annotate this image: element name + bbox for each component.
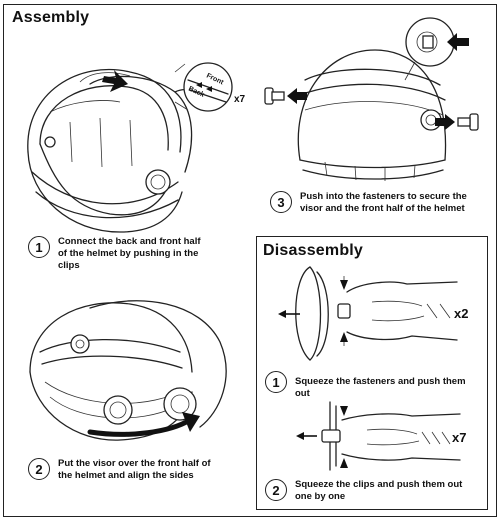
disassembly-panel-frame bbox=[256, 236, 488, 510]
helmet-front-back-halves bbox=[27, 68, 206, 233]
push-out-arrow bbox=[278, 310, 300, 318]
fastener-left bbox=[264, 87, 307, 105]
assembly-step-1: 1 Connect the back and front half of the… bbox=[28, 236, 238, 272]
disassembly-title: Disassembly bbox=[263, 242, 364, 259]
step-instruction: Push into the fasteners to secure the vi… bbox=[300, 191, 467, 214]
clip-push-out-arrow bbox=[296, 432, 317, 440]
fastener-right bbox=[435, 113, 479, 131]
step-instruction: Put the visor over the front half of the… bbox=[58, 458, 211, 481]
clip-push-arrow bbox=[102, 70, 128, 92]
clip-squeeze-arrows bbox=[340, 406, 348, 468]
disassembly-step-1: 1 Squeeze the fasteners and push them ou… bbox=[265, 371, 485, 400]
disassembly-step-2: 2 Squeeze the clips and push them out on… bbox=[265, 479, 485, 503]
step-number-badge: 1 bbox=[265, 371, 287, 393]
clip-callout-detail: Front Back x7 bbox=[174, 62, 246, 112]
step-number-badge: 2 bbox=[28, 458, 50, 480]
step-instruction: Squeeze the fasteners and push them out bbox=[295, 376, 466, 399]
helmet-clip-connect-illustration: Front Back x7 bbox=[27, 62, 246, 233]
helmet-front-with-visor bbox=[29, 300, 227, 441]
fastener-count: x2 bbox=[454, 306, 468, 321]
helmet-fastener-illustration bbox=[264, 17, 479, 181]
instruction-sheet-frame bbox=[3, 4, 497, 517]
clip-squeeze-illustration: x7 bbox=[296, 401, 466, 471]
clip-count: x7 bbox=[234, 94, 246, 105]
step-number-badge: 3 bbox=[270, 191, 292, 213]
fastener-detail-callout bbox=[404, 17, 469, 81]
visor-align-arrow bbox=[87, 412, 200, 437]
assembly-step-3: 3 Push into the fasteners to secure the … bbox=[270, 191, 490, 215]
assembly-title: Assembly bbox=[12, 9, 90, 26]
step-instruction: Squeeze the clips and push them out one … bbox=[295, 479, 463, 502]
clip-count-disassembly: x7 bbox=[452, 430, 466, 445]
assembly-step-2: 2 Put the visor over the front half of t… bbox=[28, 458, 243, 482]
fastener-squeeze-illustration: x2 bbox=[278, 266, 468, 361]
helmet-side-disc bbox=[295, 266, 329, 361]
squeezing-hand bbox=[337, 281, 458, 341]
step-number-badge: 2 bbox=[265, 479, 287, 501]
clip-hand bbox=[321, 413, 461, 461]
step-instruction: Connect the back and front half of the h… bbox=[58, 236, 201, 271]
helmet-visor-align-illustration bbox=[29, 300, 227, 441]
step-number-badge: 1 bbox=[28, 236, 50, 258]
squeeze-arrows bbox=[340, 276, 348, 346]
helmet-side-view bbox=[297, 49, 447, 181]
